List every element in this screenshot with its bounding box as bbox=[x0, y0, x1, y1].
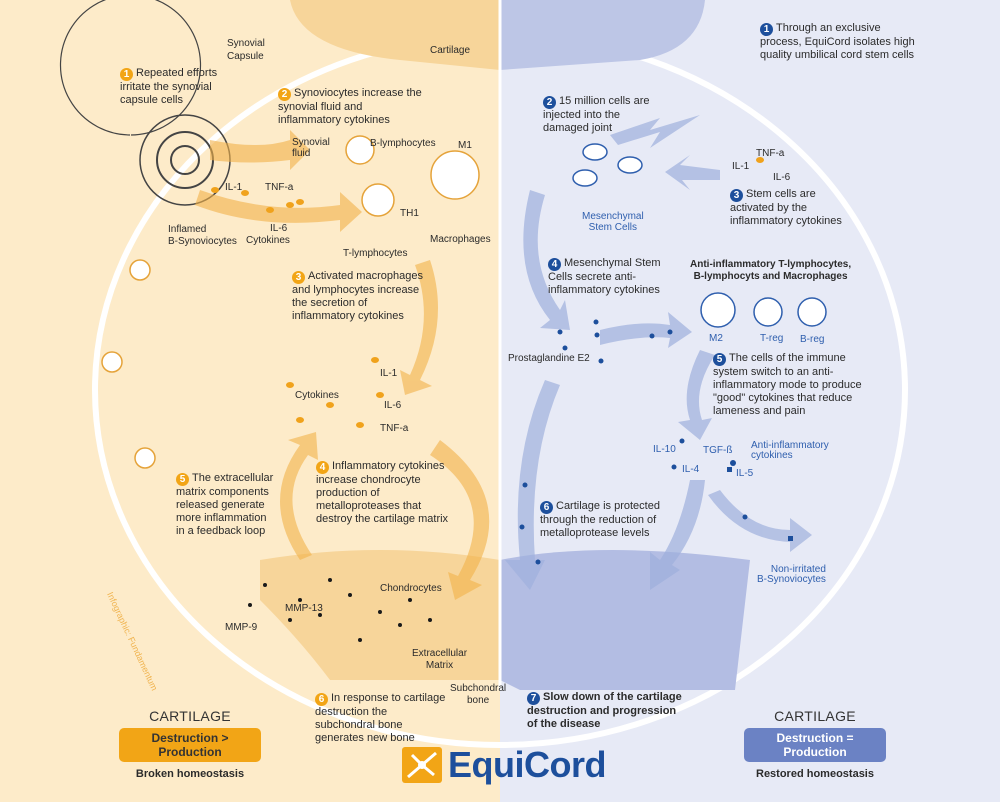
top-cartilage-right bbox=[500, 0, 705, 70]
arrow-good-cytokines bbox=[678, 350, 715, 440]
homeostasis-status: Broken homeostasis bbox=[135, 768, 245, 780]
equicord-logo: EquiCord bbox=[402, 744, 606, 786]
destruction-production-badge: Destruction > Production bbox=[119, 728, 261, 762]
homeostasis-status: Restored homeostasis bbox=[756, 768, 874, 780]
b-lymphocyte-cell bbox=[345, 135, 375, 165]
arrow-cartilage bbox=[650, 480, 705, 590]
breg-cell bbox=[797, 297, 827, 327]
arrow-feedback-left bbox=[280, 432, 318, 560]
label-th1: TH1 bbox=[400, 208, 419, 219]
arrow-msc bbox=[523, 190, 570, 330]
brand-name: EquiCord bbox=[448, 744, 606, 785]
label-anti-inflammatory-cells: Anti-inflammatory T-lymphocytes, B-lymph… bbox=[690, 259, 852, 282]
arrow-protect bbox=[505, 380, 560, 590]
label-non-irritated-synoviocytes: Non-irritated B-Synoviocytes bbox=[757, 564, 826, 585]
label-macrophages: Macrophages bbox=[430, 234, 491, 245]
arrow-to-immune bbox=[600, 312, 692, 348]
arrow-activation bbox=[665, 155, 720, 190]
label-il5: IL-5 bbox=[736, 468, 754, 479]
arrow-synoviocytes bbox=[708, 490, 812, 552]
arrow-injection bbox=[610, 115, 700, 148]
label-m1: M1 bbox=[458, 140, 472, 151]
label-tnfa-right: TNF-a bbox=[756, 148, 785, 159]
label-tgfb: TGF-ß bbox=[703, 445, 733, 456]
th1-cell bbox=[361, 183, 395, 217]
m2-cell bbox=[700, 292, 736, 328]
label-breg: B-reg bbox=[800, 334, 825, 345]
label-il6-right: IL-6 bbox=[773, 172, 791, 183]
destruction-production-badge: Destruction = Production bbox=[744, 728, 886, 762]
label-mmp13: MMP-13 bbox=[285, 603, 323, 614]
label-il1: IL-1 bbox=[225, 182, 243, 193]
label-cartilage-top: Cartilage bbox=[430, 45, 471, 56]
cartilage-heading: CARTILAGE bbox=[774, 708, 856, 724]
label-il10: IL-10 bbox=[653, 444, 676, 455]
label-b-lymphocytes: B-lymphocytes bbox=[370, 138, 436, 149]
treg-cell bbox=[753, 297, 783, 327]
label-mmp9: MMP-9 bbox=[225, 622, 258, 633]
top-cartilage-left bbox=[290, 0, 500, 70]
arrow-cytokines bbox=[195, 190, 362, 232]
label-il4: IL-4 bbox=[682, 464, 700, 475]
bottom-cartilage-right bbox=[500, 550, 750, 690]
arrow-synovial-fluid bbox=[210, 130, 310, 170]
bottom-cartilage-left bbox=[260, 550, 500, 680]
label-il1-right: IL-1 bbox=[732, 161, 750, 172]
label-m2: M2 bbox=[709, 333, 723, 344]
label-tnfa-mid: TNF-a bbox=[380, 423, 409, 434]
irritation-rings bbox=[59, 0, 202, 136]
label-t-lymphocytes: T-lymphocytes bbox=[343, 248, 408, 259]
label-treg: T-reg bbox=[760, 333, 784, 344]
label-tnfa: TNF-a bbox=[265, 182, 294, 193]
label-cytokines: Cytokines bbox=[246, 235, 290, 246]
label-chondrocytes: Chondrocytes bbox=[380, 583, 442, 594]
label-cytokines-mid: Cytokines bbox=[295, 390, 339, 401]
m1-macrophage-cell bbox=[430, 150, 480, 200]
arrow-activated bbox=[400, 260, 438, 395]
arrow-feedback-right bbox=[430, 440, 490, 600]
stem-cell bbox=[582, 143, 608, 161]
left-cartilage-summary: CARTILAGE Destruction > Production Broke… bbox=[115, 708, 265, 780]
label-subchondral-bone: Subchondral bone bbox=[450, 683, 507, 706]
label-il6-mid: IL-6 bbox=[384, 400, 402, 411]
label-inflamed-synoviocytes: Inflamed B-Synoviocytes bbox=[168, 224, 237, 247]
label-anti-inflammatory-cytokines: Anti-inflammatory cytokines bbox=[751, 440, 829, 461]
label-prostaglandine-e2: Prostaglandine E2 bbox=[508, 353, 590, 364]
label-il1-mid: IL-1 bbox=[380, 368, 398, 379]
label-il6: IL-6 bbox=[270, 223, 288, 234]
logo-mark-icon bbox=[402, 747, 442, 783]
label-mesenchymal-stem-cells: Mesenchymal Stem Cells bbox=[582, 211, 644, 233]
cartilage-heading: CARTILAGE bbox=[149, 708, 231, 724]
label-synovial-capsule: Synovial Capsule bbox=[227, 38, 265, 62]
label-synovial-fluid: Synovial fluid bbox=[292, 137, 330, 159]
right-cartilage-summary: CARTILAGE Destruction = Production Resto… bbox=[740, 708, 890, 780]
label-extracellular-matrix: Extracellular Matrix bbox=[412, 648, 468, 671]
